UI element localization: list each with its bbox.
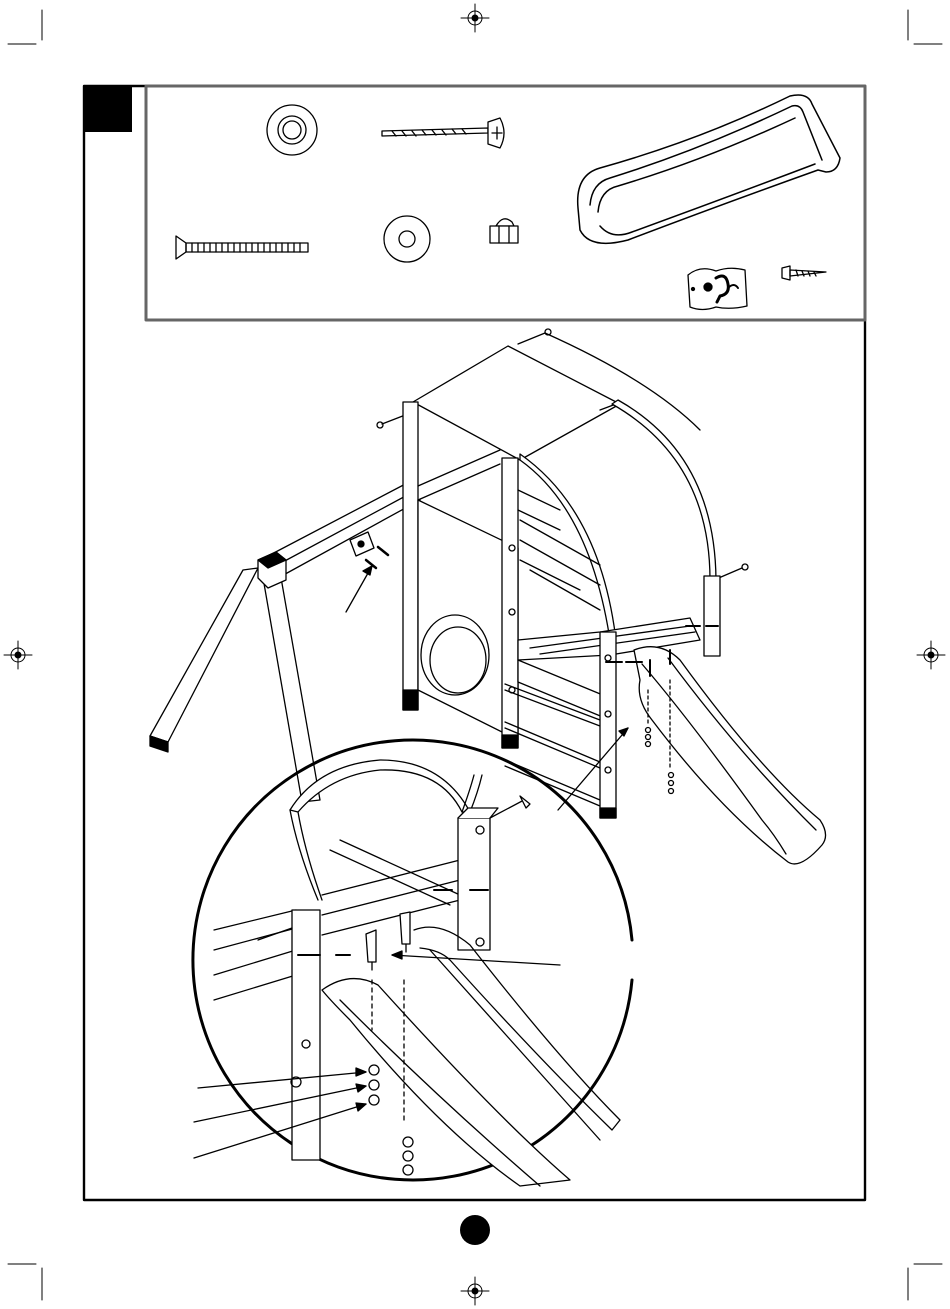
cap-nut-part	[490, 219, 518, 243]
spacer-washer-part	[267, 105, 317, 155]
target-mark-right	[917, 641, 945, 669]
page-number-badge	[460, 1215, 490, 1245]
carriage-bolt-part	[176, 236, 308, 259]
step-number-badge	[84, 86, 132, 132]
crop-mark-top-right	[908, 10, 942, 44]
short-screw-part	[782, 266, 826, 280]
slide-part	[578, 95, 840, 243]
target-mark-left	[4, 641, 32, 669]
playset-assembly	[150, 329, 826, 864]
crop-mark-bottom-right	[908, 1264, 942, 1300]
steering-plate-part	[688, 268, 747, 309]
flat-washer-part	[384, 216, 430, 262]
target-mark-bottom	[461, 1277, 489, 1305]
target-mark-top	[461, 4, 489, 32]
crop-mark-top-left	[8, 10, 42, 44]
zoom-detail	[193, 740, 632, 1186]
crop-mark-bottom-left	[8, 1264, 42, 1300]
screw-part	[382, 118, 504, 148]
